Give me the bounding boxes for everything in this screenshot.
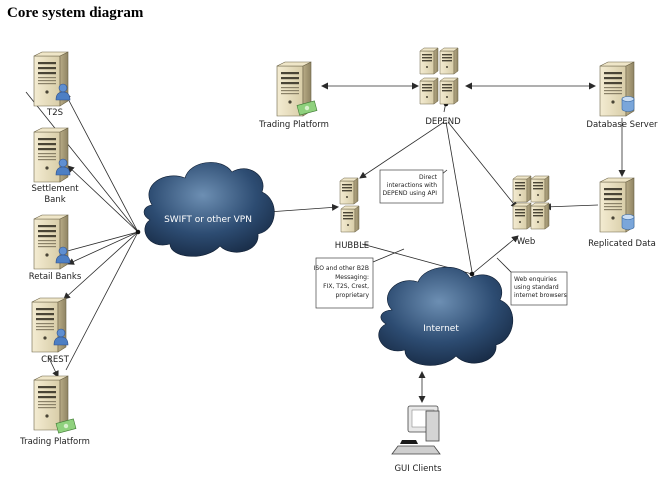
node-depend: DEPEND <box>419 47 461 127</box>
label-settlement: Settlement <box>31 184 79 194</box>
link-internet-web <box>471 235 519 275</box>
node-web: Web <box>512 175 550 247</box>
label-t2s: T2S <box>46 108 63 118</box>
label-web: Web <box>517 237 536 247</box>
label-trading-platform-top: Trading Platform <box>258 120 329 130</box>
link-crest-trading-platform <box>47 355 59 378</box>
database-icon <box>621 96 635 112</box>
label-bank: Bank <box>44 195 65 205</box>
label-hubble: HUBBLE <box>335 241 369 251</box>
note-web-enquiries: Web enquiries using standard internet br… <box>510 271 568 306</box>
node-gui-clients: GUI Clients <box>391 405 442 474</box>
node-hubble: HUBBLE <box>335 177 369 251</box>
server-icon <box>512 202 532 230</box>
swift-cloud-label: SWIFT or other VPN <box>164 215 252 225</box>
label-database-server: Database Server <box>586 120 658 130</box>
note-messaging-line-1: ISO and other B2B <box>314 265 369 272</box>
label-gui-clients: GUI Clients <box>394 464 442 474</box>
node-trading-platform-left: Trading Platform <box>19 375 90 447</box>
label-trading-platform-left: Trading Platform <box>19 437 90 447</box>
node-retail-banks: Retail Banks <box>29 214 82 282</box>
server-icon <box>340 205 360 233</box>
note-messaging-pointer <box>372 248 405 263</box>
node-crest: CREST <box>31 297 70 365</box>
link-depend-hubble <box>359 121 445 179</box>
note-messaging: ISO and other B2B Messaging: FIX, T2S, C… <box>314 257 374 309</box>
server-icon <box>419 77 439 105</box>
label-replicated-data: Replicated Data <box>588 239 656 249</box>
node-t2s: T2S <box>33 51 71 118</box>
node-settlement-bank: Settlement Bank <box>31 127 79 205</box>
server-icon <box>439 47 459 75</box>
node-database-server: Database Server <box>586 61 658 130</box>
note-messaging-line-2: Messaging: <box>335 274 369 281</box>
link-swift-t2s <box>64 92 139 233</box>
database-icon <box>621 214 635 230</box>
note-web-line-1: Web enquiries <box>514 276 557 283</box>
server-icon <box>339 177 359 205</box>
connections <box>25 82 626 403</box>
node-replicated-data: Replicated Data <box>588 177 656 249</box>
link-depend-internet <box>445 121 473 273</box>
internet-junction-dot <box>469 271 475 277</box>
label-crest: CREST <box>41 355 70 365</box>
link-replicated-web <box>544 203 599 211</box>
link-swift-retail-banks <box>67 231 139 265</box>
label-depend: DEPEND <box>425 117 461 127</box>
note-direct-line-3: DEPEND using API <box>383 190 438 197</box>
swift-junction-dot <box>135 229 141 235</box>
note-direct: Direct interactions with DEPEND using AP… <box>379 169 444 204</box>
page-title: Core system diagram <box>7 5 144 21</box>
computer-icon <box>391 405 441 455</box>
server-icon <box>530 175 550 203</box>
internet-cloud-label: Internet <box>423 324 459 334</box>
swift-cloud: SWIFT or other VPN <box>143 162 275 257</box>
server-icon <box>512 175 532 203</box>
server-icon <box>439 77 459 105</box>
link-swift-crest <box>63 231 139 300</box>
internet-cloud: Internet <box>378 266 514 366</box>
note-web-pointer <box>496 257 513 274</box>
note-messaging-line-4: proprietary <box>336 292 370 299</box>
server-icon <box>530 202 550 230</box>
node-trading-platform-top: Trading Platform <box>258 61 329 130</box>
label-retail-banks: Retail Banks <box>29 272 82 282</box>
link-depend-web <box>447 121 518 209</box>
note-web-line-2: using standard <box>514 284 559 291</box>
link-swift-trading-platform <box>65 231 139 371</box>
note-messaging-line-3: FIX, T2S, Crest, <box>323 283 369 290</box>
note-direct-line-2: interactions with <box>387 182 437 189</box>
link-swift-hubble <box>267 203 339 216</box>
link-swift-settlement-bank <box>67 165 139 233</box>
server-icon <box>419 47 439 75</box>
link-t2s-swift <box>25 91 139 233</box>
note-direct-line-1: Direct <box>419 174 438 181</box>
note-web-line-3: internet browsers <box>514 292 567 299</box>
